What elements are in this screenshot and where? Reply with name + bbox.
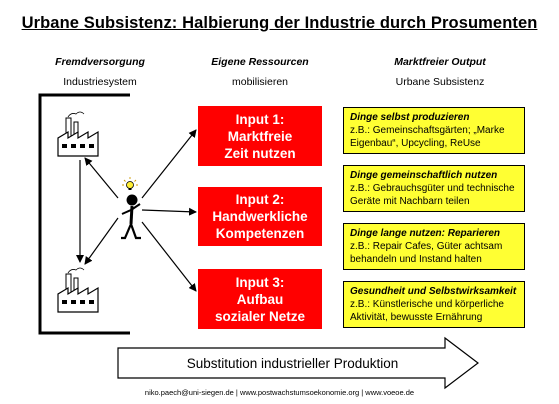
input-1-line-1: Input 1: <box>235 111 285 127</box>
industry-system-bracket <box>38 93 130 335</box>
input-2-line-1: Input 2: <box>235 192 285 207</box>
output-1-heading: Dinge selbst produzieren <box>350 112 470 123</box>
output-box-1: Dinge selbst produzieren z.B.: Gemeinsch… <box>343 107 525 154</box>
column-heading-eigene-ressourcen: Eigene Ressourcen <box>211 56 309 68</box>
person-icon <box>121 194 141 240</box>
arrow-to-input-3 <box>141 221 197 292</box>
column-sub-urbane-subsistenz: Urbane Subsistenz <box>395 76 485 88</box>
bottom-factory-to-person-arrow <box>84 217 119 265</box>
column-heading-fremdversorgung: Fremdversorgung <box>55 56 145 68</box>
input-1-line-2: Marktfreie <box>227 128 293 144</box>
output-4-text: z.B.: Künstlerische und körperliche Akti… <box>350 299 504 323</box>
factory-icon <box>57 111 99 157</box>
input-2-line-2: Handwerkliche <box>212 209 308 224</box>
footer-links: niko.paech@uni-siegen.de | www.postwachs… <box>144 388 415 397</box>
column-heading-marktfreier-output: Marktfreier Output <box>394 56 486 68</box>
substitution-arrow <box>117 336 479 390</box>
output-box-4: Gesundheit und Selbstwirksamkeit z.B.: K… <box>343 281 525 328</box>
column-sub-industriesystem: Industriesystem <box>63 76 137 88</box>
input-box-2: Input 2: Handwerkliche Kompetenzen <box>198 187 322 246</box>
input-2-line-3: Kompetenzen <box>215 226 305 241</box>
input-3-line-1: Input 3: <box>235 274 285 290</box>
factory-icon <box>57 267 99 313</box>
output-1-text: z.B.: Gemeinschaftsgärten; „Marke Eigenb… <box>350 125 505 149</box>
input-3-line-3: sozialer Netze <box>214 308 306 324</box>
person-to-top-factory-arrow <box>84 157 119 199</box>
column-sub-mobilisieren: mobilisieren <box>231 76 289 88</box>
substitution-arrow-label: Substitution industrieller Produktion <box>186 356 399 371</box>
output-box-3: Dinge lange nutzen: Reparieren z.B.: Rep… <box>343 223 525 270</box>
output-4-heading: Gesundheit und Selbstwirksamkeit <box>350 286 517 297</box>
output-2-text: z.B.: Gebrauchsgüter und technische Gerä… <box>350 183 515 207</box>
output-2-heading: Dinge gemeinschaftlich nutzen <box>350 170 498 181</box>
input-3-line-2: Aufbau <box>236 291 284 307</box>
arrow-to-input-2 <box>141 207 197 216</box>
input-box-1: Input 1: Marktfreie Zeit nutzen <box>198 106 322 166</box>
output-box-2: Dinge gemeinschaftlich nutzen z.B.: Gebr… <box>343 165 525 212</box>
arrow-to-input-1 <box>141 129 197 199</box>
page-title: Urbane Subsistenz: Halbierung der Indust… <box>21 14 538 32</box>
input-box-3: Input 3: Aufbau sozialer Netze <box>198 269 322 329</box>
output-3-text: z.B.: Repair Cafes, Güter achtsam behand… <box>350 241 503 265</box>
input-1-line-3: Zeit nutzen <box>224 145 296 161</box>
lightbulb-icon <box>122 177 138 190</box>
output-3-heading: Dinge lange nutzen: Reparieren <box>350 228 501 239</box>
